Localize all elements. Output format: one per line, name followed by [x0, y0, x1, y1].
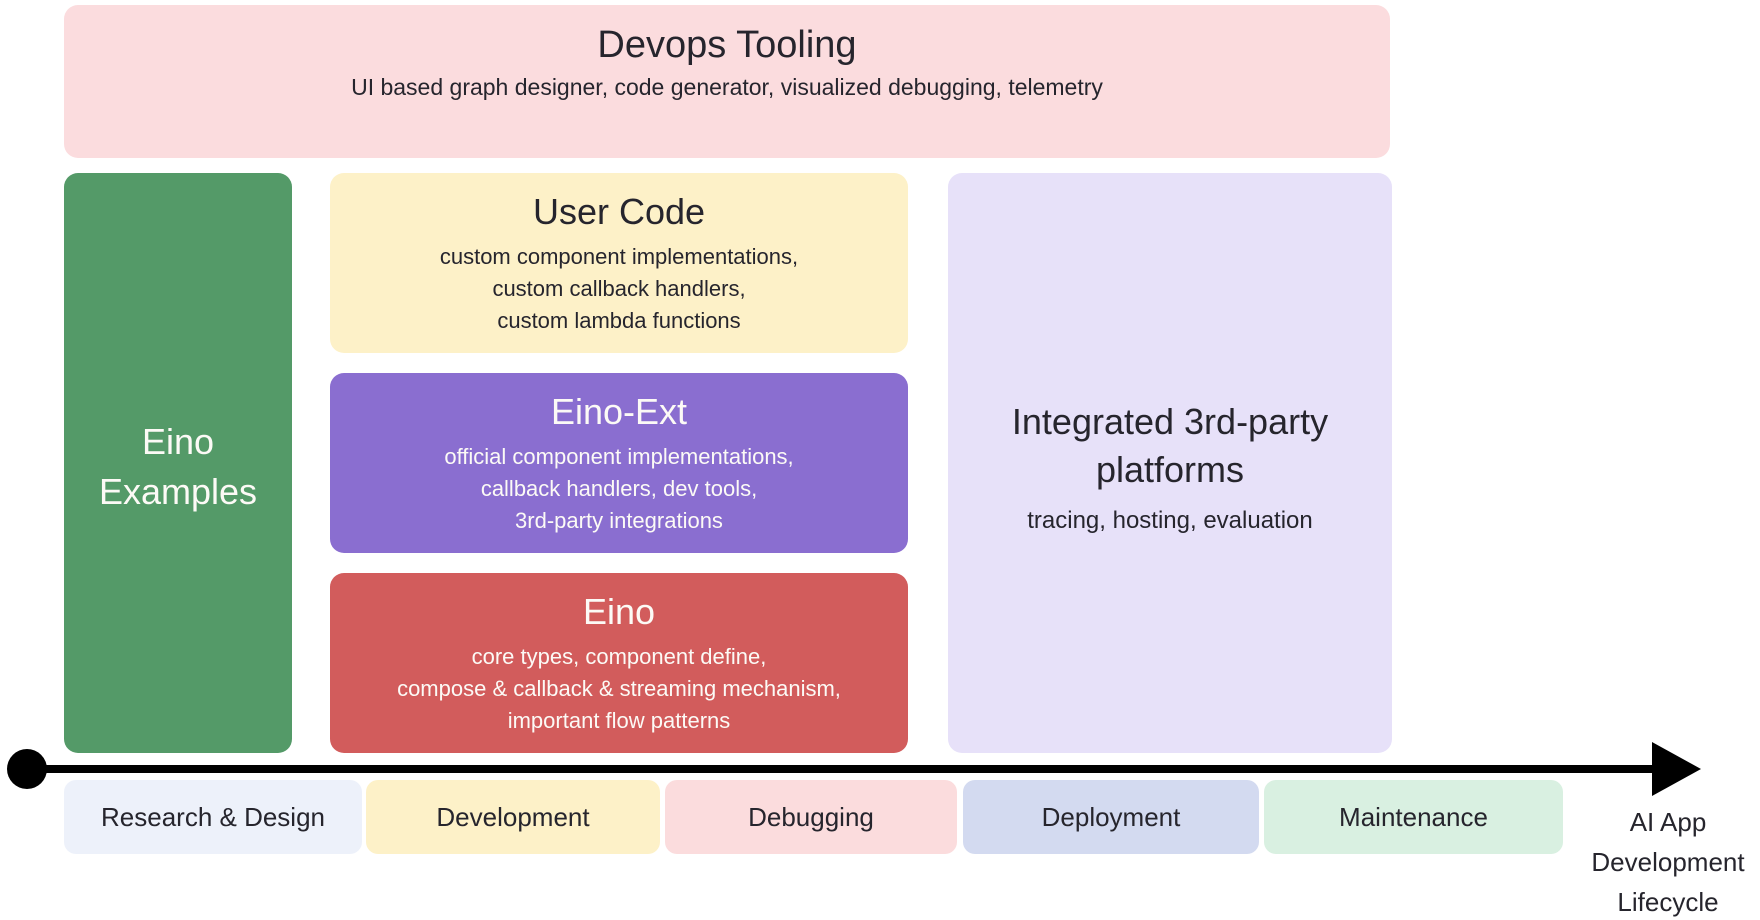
eino-ext-detail-line: 3rd-party integrations: [515, 508, 723, 533]
eino-ext-detail-line: callback handlers, dev tools,: [480, 476, 758, 501]
stage-research-design: Research & Design: [64, 780, 362, 854]
eino-ext-detail-line: official component implementations,: [444, 444, 794, 469]
stage-debugging: Debugging: [665, 780, 957, 854]
devops-tooling-subtitle: UI based graph designer, code generator,…: [351, 74, 1103, 100]
stage-label: Research & Design: [101, 801, 325, 832]
eino-examples-title-line-2: Examples: [98, 471, 258, 512]
user-code-box: User Code custom component implementatio…: [330, 173, 908, 353]
axis-caption-line: AI App: [1629, 807, 1707, 837]
eino-ext-title: Eino-Ext: [550, 391, 688, 432]
timeline-arrowhead-icon: [1652, 742, 1701, 796]
user-code-detail-line: custom lambda functions: [497, 308, 741, 333]
stage-development: Development: [366, 780, 660, 854]
eino-box: Eino core types, component define, compo…: [330, 573, 908, 753]
axis-caption-line: Development: [1591, 847, 1745, 877]
integrated-platforms-subtitle: tracing, hosting, evaluation: [1027, 507, 1313, 534]
devops-tooling-title: Devops Tooling: [597, 24, 857, 66]
eino-examples-title-line-1: Eino: [141, 421, 215, 462]
timeline-axis-line: [27, 765, 1653, 773]
axis-caption: AI App Development Lifecycle: [1573, 802, 1760, 920]
user-code-title: User Code: [532, 191, 706, 232]
eino-ext-box: Eino-Ext official component implementati…: [330, 373, 908, 553]
stage-label: Development: [436, 801, 590, 832]
stage-label: Debugging: [748, 801, 874, 832]
eino-title: Eino: [582, 591, 656, 632]
user-code-detail-line: custom component implementations,: [439, 244, 799, 269]
eino-detail-line: compose & callback & streaming mechanism…: [397, 676, 841, 701]
integrated-platforms-title-line-2: platforms: [1095, 449, 1245, 490]
user-code-detail-line: custom callback handlers,: [492, 276, 746, 301]
stage-maintenance: Maintenance: [1264, 780, 1563, 854]
integrated-platforms-box: Integrated 3rd-party platforms tracing, …: [948, 173, 1392, 753]
eino-detail-line: important flow patterns: [507, 708, 731, 733]
stage-label: Maintenance: [1339, 801, 1488, 832]
stage-deployment: Deployment: [963, 780, 1259, 854]
devops-tooling-box: Devops Tooling UI based graph designer, …: [64, 5, 1390, 158]
axis-caption-line: Lifecycle: [1617, 887, 1719, 917]
eino-examples-box: Eino Examples: [64, 173, 292, 753]
eino-detail-line: core types, component define,: [471, 644, 767, 669]
integrated-platforms-title-line-1: Integrated 3rd-party: [1011, 401, 1329, 442]
stage-label: Deployment: [1041, 801, 1181, 832]
